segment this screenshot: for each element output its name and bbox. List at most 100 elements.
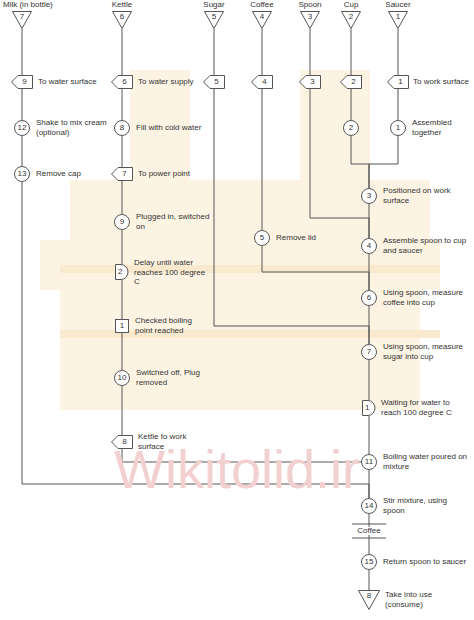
step-description: Checked boiling point reached bbox=[135, 316, 211, 335]
step-number: 3 bbox=[367, 192, 371, 200]
transport-arrow: 1To work surface bbox=[387, 75, 409, 89]
item-name: Sugar bbox=[203, 0, 224, 10]
step-description: To water supply bbox=[138, 77, 214, 87]
shape-outline bbox=[253, 12, 272, 29]
transport-arrow: 8Kettle to work surface bbox=[111, 435, 133, 449]
shape-outline bbox=[12, 76, 33, 89]
step-number: 4 bbox=[367, 242, 371, 250]
shape-outline bbox=[252, 76, 273, 89]
step-number: 10 bbox=[118, 374, 127, 382]
shape-outline bbox=[112, 168, 133, 181]
shape-outline bbox=[111, 167, 133, 181]
operation-circle: 12Shake to mix cream (optional) bbox=[14, 120, 30, 136]
flow-line bbox=[122, 181, 123, 214]
operation-circle: 2 bbox=[343, 120, 359, 136]
item-name: Kettle bbox=[112, 0, 132, 10]
step-number: 5 bbox=[212, 13, 216, 21]
step-description: Delay until water reaches 100 degree C bbox=[134, 258, 210, 287]
step-description: Stir mixture, using spoon bbox=[383, 496, 469, 515]
flow-line bbox=[310, 29, 311, 75]
shape-outline bbox=[299, 75, 321, 89]
flow-line bbox=[214, 89, 369, 344]
storage-triangle: 8Take into use (consume) bbox=[358, 590, 380, 610]
shape-outline bbox=[204, 76, 225, 89]
step-number: 7 bbox=[20, 13, 24, 21]
storage-triangle: Saucer1 bbox=[388, 11, 408, 29]
flow-line bbox=[22, 29, 23, 75]
step-number: 5 bbox=[214, 78, 218, 86]
shape-outline bbox=[389, 12, 408, 29]
shape-outline bbox=[340, 75, 362, 89]
flow-line bbox=[22, 136, 23, 166]
step-description: Fill with cold water bbox=[136, 123, 212, 133]
flow-line bbox=[122, 29, 123, 75]
transport-arrow: 6To water supply bbox=[111, 75, 133, 89]
shape-outline bbox=[359, 591, 380, 610]
flow-line bbox=[122, 230, 123, 264]
shape-outline bbox=[251, 75, 273, 89]
inspection-square: 1Checked boiling point reached bbox=[115, 319, 129, 333]
step-description: To work surface bbox=[413, 77, 471, 87]
step-description: Waiting for water to reach 100 degree C bbox=[381, 398, 467, 417]
step-description: Assemble spoon to cup and saucer bbox=[383, 236, 469, 255]
step-description: Using spoon, measure coffee into cup bbox=[383, 288, 469, 307]
flow-line bbox=[369, 254, 370, 290]
step-number: 7 bbox=[367, 348, 371, 356]
step-description: Positioned on work surface bbox=[383, 186, 469, 205]
operation-circle: 15Return spoon to saucer bbox=[361, 554, 377, 570]
shape-outline bbox=[111, 435, 133, 449]
item-name: Milk (in bottle) bbox=[3, 0, 53, 10]
step-number: 6 bbox=[120, 13, 124, 21]
step-description: Kettle to work surface bbox=[138, 432, 214, 451]
operation-circle: 3Positioned on work surface bbox=[361, 188, 377, 204]
step-number: 3 bbox=[310, 78, 314, 86]
storage-triangle: Coffee4 bbox=[252, 11, 272, 29]
step-number: 2 bbox=[349, 124, 353, 132]
shape-outline bbox=[387, 75, 409, 89]
flow-line bbox=[351, 136, 369, 188]
operation-circle: 1Assembled together bbox=[390, 120, 406, 136]
step-number: 4 bbox=[262, 78, 266, 86]
flow-line bbox=[122, 136, 123, 167]
flow-line bbox=[122, 386, 123, 435]
flow-line bbox=[369, 306, 370, 344]
step-description: Assembled together bbox=[412, 118, 470, 137]
step-number: 1 bbox=[396, 13, 400, 21]
shape-outline bbox=[301, 12, 320, 29]
shape-outline bbox=[388, 76, 409, 89]
step-number: 12 bbox=[18, 124, 27, 132]
item-name: Spoon bbox=[298, 0, 321, 10]
shape-outline bbox=[363, 401, 376, 416]
shape-outline bbox=[341, 76, 362, 89]
flow-line bbox=[214, 29, 215, 75]
step-number: 1 bbox=[396, 124, 400, 132]
step-number: 5 bbox=[260, 234, 264, 242]
flow-line bbox=[398, 29, 399, 75]
storage-triangle: Sugar5 bbox=[204, 11, 224, 29]
shape-outline bbox=[113, 12, 132, 29]
delay-symbol: 2Delay until water reaches 100 degree C bbox=[115, 264, 129, 280]
flow-line bbox=[369, 136, 398, 188]
item-name: Saucer bbox=[385, 0, 410, 10]
flow-line bbox=[262, 29, 263, 75]
step-number: 2 bbox=[349, 13, 353, 21]
flow-line bbox=[398, 89, 399, 120]
delay-symbol: 1Waiting for water to reach 100 degree C bbox=[362, 400, 376, 416]
step-number: 9 bbox=[22, 78, 26, 86]
shape-outline bbox=[203, 75, 225, 89]
operation-circle: 14Stir mixture, using spoon bbox=[361, 498, 377, 514]
step-number: 3 bbox=[308, 13, 312, 21]
step-number: 14 bbox=[365, 502, 374, 510]
storage-triangle: Kettle6 bbox=[112, 11, 132, 29]
flow-line bbox=[22, 89, 23, 120]
step-number: 8 bbox=[122, 438, 126, 446]
shape-outline bbox=[205, 12, 224, 29]
operation-circle: 10Switched off, Plug removed bbox=[114, 370, 130, 386]
flow-line bbox=[369, 570, 370, 590]
shape-outline bbox=[112, 436, 133, 449]
step-description: Switched off, Plug removed bbox=[136, 368, 212, 387]
step-description: To power point bbox=[138, 169, 214, 179]
flow-line bbox=[369, 360, 370, 400]
